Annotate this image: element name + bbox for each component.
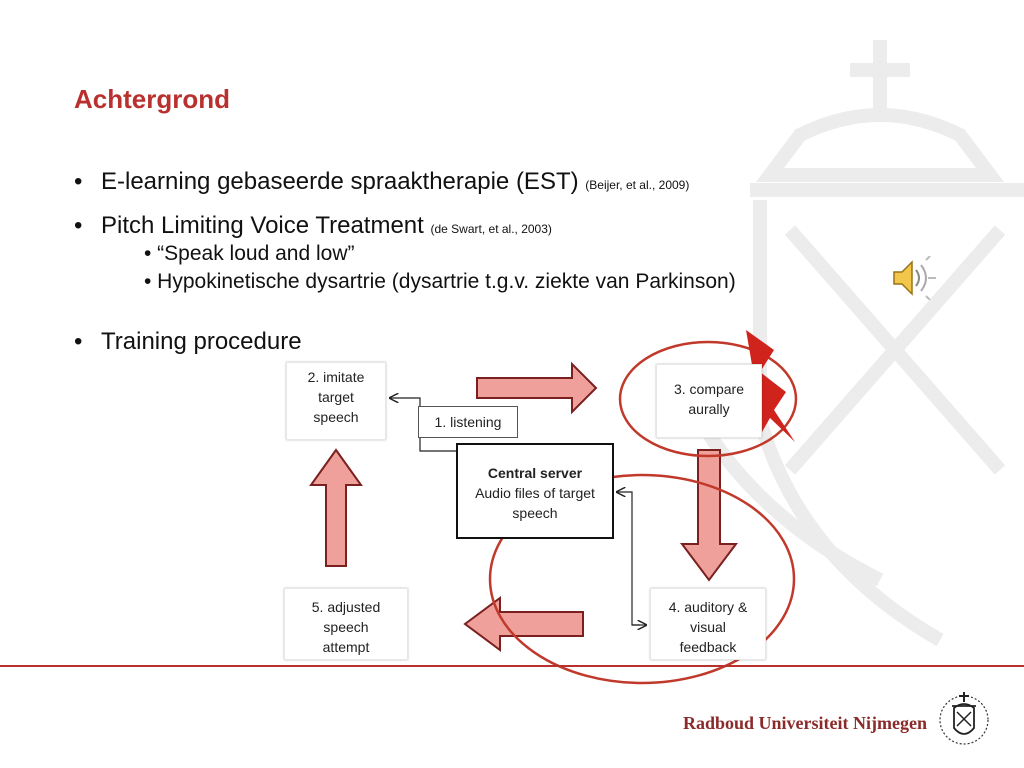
arrow-right (476, 361, 598, 415)
bullet-citation: (Beijer, et al., 2009) (585, 178, 690, 192)
lightning-icon (740, 330, 795, 442)
arrow-left (463, 596, 584, 652)
slide-title: Achtergrond (74, 84, 230, 114)
university-crest-icon (939, 692, 989, 745)
box-line: target (318, 389, 354, 405)
circle-compare (618, 340, 798, 458)
arrow-down (680, 449, 738, 582)
box-listening: 1. listening (418, 406, 518, 438)
footer-divider (0, 665, 1024, 667)
bullet-mark: • (74, 168, 83, 195)
box-line: speech (323, 619, 369, 635)
box-line: 5. adjusted (311, 599, 381, 615)
connector-feedback (617, 492, 640, 626)
sub-bullet-dysartrie: • Hypokinetische dysartrie (dysartrie t.… (144, 270, 736, 293)
box-line: Audio files of target (475, 485, 595, 501)
box-feedback: 4. auditory & visual feedback (650, 588, 766, 660)
box-adjusted: 5. adjusted speech attempt (284, 588, 408, 660)
box-line: speech (313, 409, 359, 425)
box-line: 3. compare (673, 381, 745, 397)
bullet-text: Pitch Limiting Voice Treatment (101, 212, 424, 239)
box-line: attempt (322, 639, 370, 655)
arrow-up (309, 448, 363, 567)
bullet-citation: (de Swart, et al., 2003) (430, 222, 552, 236)
box-line: speech (512, 505, 558, 521)
bullet-text: Training procedure (101, 328, 302, 355)
box-line: 4. auditory & (668, 599, 748, 615)
box-imitate: 2. imitate target speech (286, 362, 386, 440)
bullet-mark: • (74, 328, 83, 355)
sub-bullet-speak: • “Speak loud and low” (144, 242, 355, 265)
box-line: aurally (688, 401, 730, 417)
central-server-title: Central server (487, 465, 583, 481)
speaker-icon[interactable] (890, 256, 938, 300)
bullet-text: E-learning gebaseerde spraaktherapie (ES… (101, 168, 579, 195)
university-name: Radboud Universiteit Nijmegen (683, 713, 927, 733)
box-line: 2. imitate (307, 369, 365, 385)
box-compare: 3. compare aurally (656, 364, 762, 438)
box-central-server: Central server Audio files of target spe… (456, 443, 614, 539)
box-line: visual (690, 619, 726, 635)
circle-feedback (488, 473, 796, 685)
box-line: feedback (679, 639, 737, 655)
bullet-mark: • (74, 212, 83, 239)
